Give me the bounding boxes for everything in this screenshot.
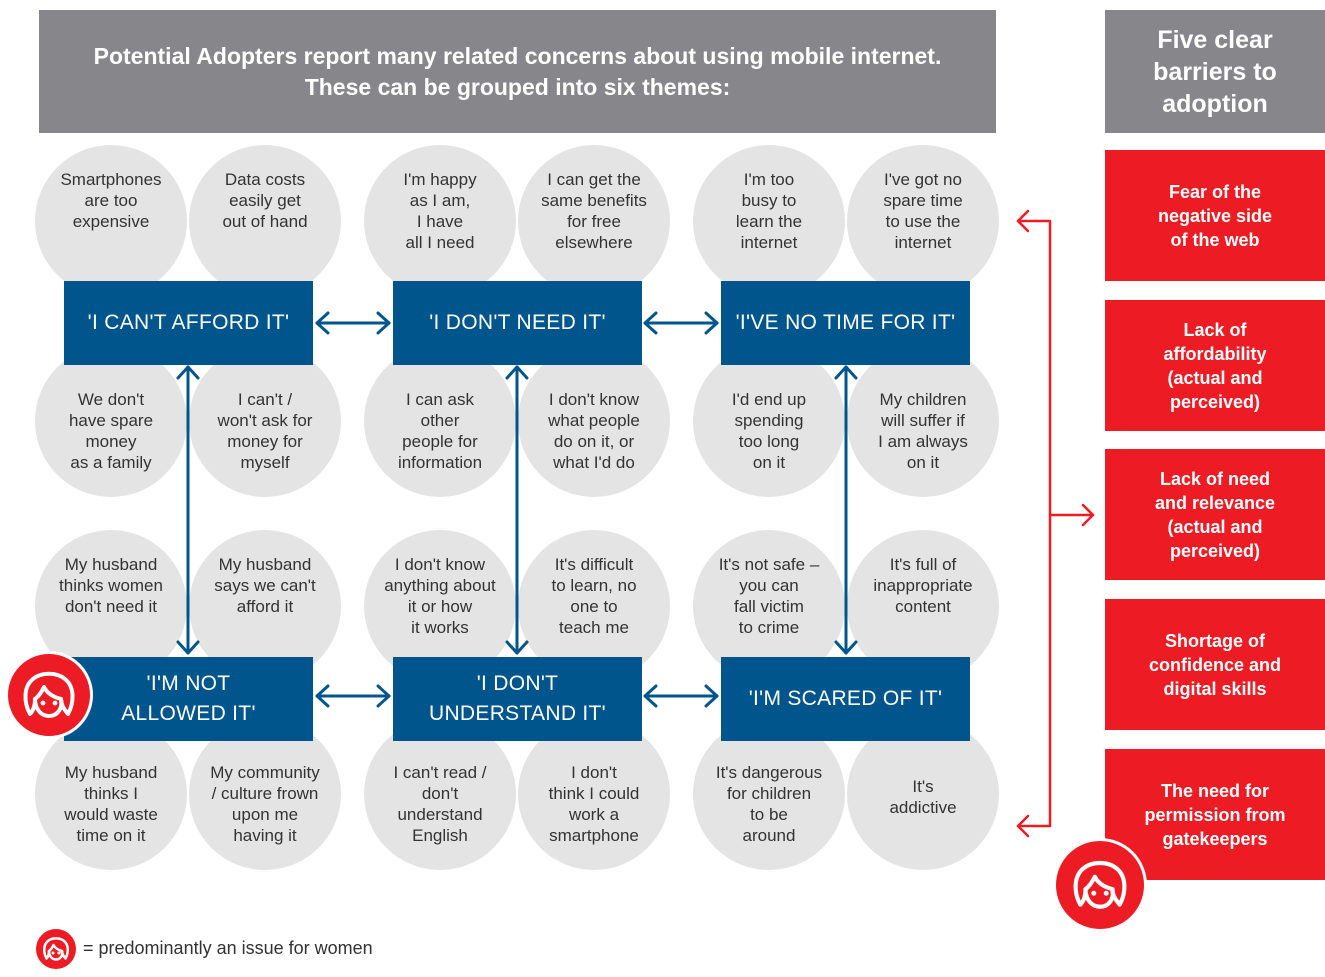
arrow-understand-scared <box>643 684 719 708</box>
arrow-afford-allowed <box>176 365 200 655</box>
concern-circle: I'm happy as I am, I have all I need <box>364 145 516 297</box>
theme-dont-need: 'I DON'T NEED IT' <box>393 281 642 365</box>
woman-face-icon <box>1053 838 1147 932</box>
legend-woman-face-icon <box>36 929 76 969</box>
barrier-permission: The need for permission from gatekeepers <box>1105 749 1325 880</box>
theme-cant-afford: 'I CAN'T AFFORD IT' <box>64 281 313 365</box>
concern-circle: It's not safe – you can fall victim to c… <box>693 530 845 682</box>
concern-circle: My children will suffer if I am always o… <box>847 345 999 497</box>
theme-dont-understand: 'I DON'T UNDERSTAND IT' <box>393 657 642 741</box>
arrow-time-scared <box>834 365 858 655</box>
arrow-need-understand <box>505 365 529 655</box>
legend-text: = predominantly an issue for women <box>83 938 373 958</box>
woman-face-icon <box>5 651 93 739</box>
arrow-afford-need <box>315 311 391 335</box>
concern-circle: I'd end up spending too long on it <box>693 345 845 497</box>
concern-circle: My husband thinks I would waste time on … <box>35 718 187 870</box>
barrier-fear: Fear of the negative side of the web <box>1105 150 1325 281</box>
concern-circle: I've got no spare time to use the intern… <box>847 145 999 297</box>
theme-no-time: 'I'VE NO TIME FOR IT' <box>721 281 970 365</box>
arrow-need-time <box>643 311 719 335</box>
barrier-confidence-skills: Shortage of confidence and digital skill… <box>1105 599 1325 730</box>
theme-scared: 'I'M SCARED OF IT' <box>721 657 970 741</box>
concern-circle: We don't have spare money as a family <box>35 345 187 497</box>
barrier-affordability: Lack of affordability (actual and percei… <box>1105 300 1325 431</box>
concern-circle: I'm too busy to learn the internet <box>693 145 845 297</box>
concern-circle: I don't know what people do on it, or wh… <box>518 345 670 497</box>
barrier-bracket <box>1016 209 1095 838</box>
concern-circle: It's addictive <box>847 718 999 870</box>
concern-circle: My community / culture frown upon me hav… <box>189 718 341 870</box>
concern-circle: It's difficult to learn, no one to teach… <box>518 530 670 682</box>
concern-circle: It's full of inappropriate content <box>847 530 999 682</box>
concern-circle: I don't think I could work a smartphone <box>518 718 670 870</box>
concern-circle: Data costs easily get out of hand <box>189 145 341 297</box>
concern-circle: It's dangerous for children to be around <box>693 718 845 870</box>
concern-circle: I can't / won't ask for money for myself <box>189 345 341 497</box>
barriers-header: Five clear barriers to adoption <box>1105 10 1325 133</box>
concern-circle: I can get the same benefits for free els… <box>518 145 670 297</box>
barrier-need-relevance: Lack of need and relevance (actual and p… <box>1105 449 1325 580</box>
concern-circle: My husband says we can't afford it <box>189 530 341 682</box>
arrow-allowed-understand <box>315 684 391 708</box>
concern-circle: I can ask other people for information <box>364 345 516 497</box>
barriers-header-title: Five clear barriers to adoption <box>1153 25 1277 118</box>
theme-not-allowed: 'I'M NOT ALLOWED IT' <box>64 657 313 741</box>
page-header: Potential Adopters report many related c… <box>39 10 996 133</box>
concern-circle: I don't know anything about it or how it… <box>364 530 516 682</box>
header-title: Potential Adopters report many related c… <box>93 42 942 100</box>
concern-circle: Smartphones are too expensive <box>35 145 187 297</box>
concern-circle: I can't read / don't understand English <box>364 718 516 870</box>
